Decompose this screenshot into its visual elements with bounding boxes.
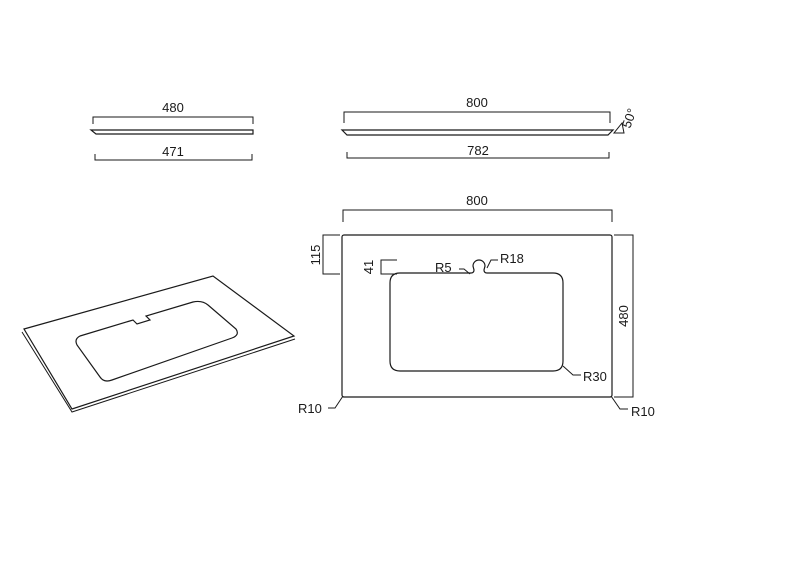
r10-right-leader (610, 395, 628, 410)
r10-left-leader (328, 395, 344, 409)
dimension-line-bottom (94, 154, 253, 161)
sink-basin-outline (75, 300, 238, 382)
dimension-471-label: 471 (162, 144, 184, 159)
sink-offset-dimension-line (322, 234, 340, 275)
r18-leader (486, 259, 498, 269)
plan-depth-dimension-line (614, 234, 634, 398)
dimension-line-bottom (346, 152, 610, 159)
dimension-800-label: 800 (466, 95, 488, 110)
plan-width-dimension-line (342, 209, 613, 222)
profile-short (89, 129, 254, 135)
angle-label: 50° (619, 106, 640, 130)
side-view-long: 800 782 50° (340, 95, 640, 159)
sink-corner-radius-label: R30 (583, 369, 607, 384)
countertop-outline (23, 275, 296, 410)
r30-leader (562, 365, 581, 376)
plan-width-label: 800 (466, 193, 488, 208)
countertop-plan-outline (341, 234, 613, 398)
r5-leader (459, 268, 471, 275)
angle-marker-icon (612, 121, 625, 134)
profile-long (340, 129, 615, 136)
notch-radius-label: R18 (500, 251, 524, 266)
outer-corner-radius-right-label: R10 (631, 404, 655, 419)
perspective-view (21, 275, 296, 413)
dimension-480-label: 480 (162, 100, 184, 115)
plan-view: 800 115 41 R5 R18 R30 R10 R10 480 (298, 193, 655, 419)
sink-offset-label: 115 (308, 245, 323, 266)
dimension-line-top (343, 111, 611, 123)
outer-corner-radius-left-label: R10 (298, 401, 322, 416)
dimension-782-label: 782 (467, 143, 489, 158)
dimension-line-top (92, 116, 254, 124)
sink-cutout-outline (389, 259, 564, 372)
countertop-thickness (21, 331, 296, 413)
overflow-offset-label: 41 (361, 260, 376, 274)
notch-small-radius-label: R5 (435, 260, 452, 275)
side-view-short: 480 471 (89, 100, 254, 161)
overflow-offset-dimension-line (380, 259, 397, 275)
plan-depth-label: 480 (616, 305, 631, 327)
